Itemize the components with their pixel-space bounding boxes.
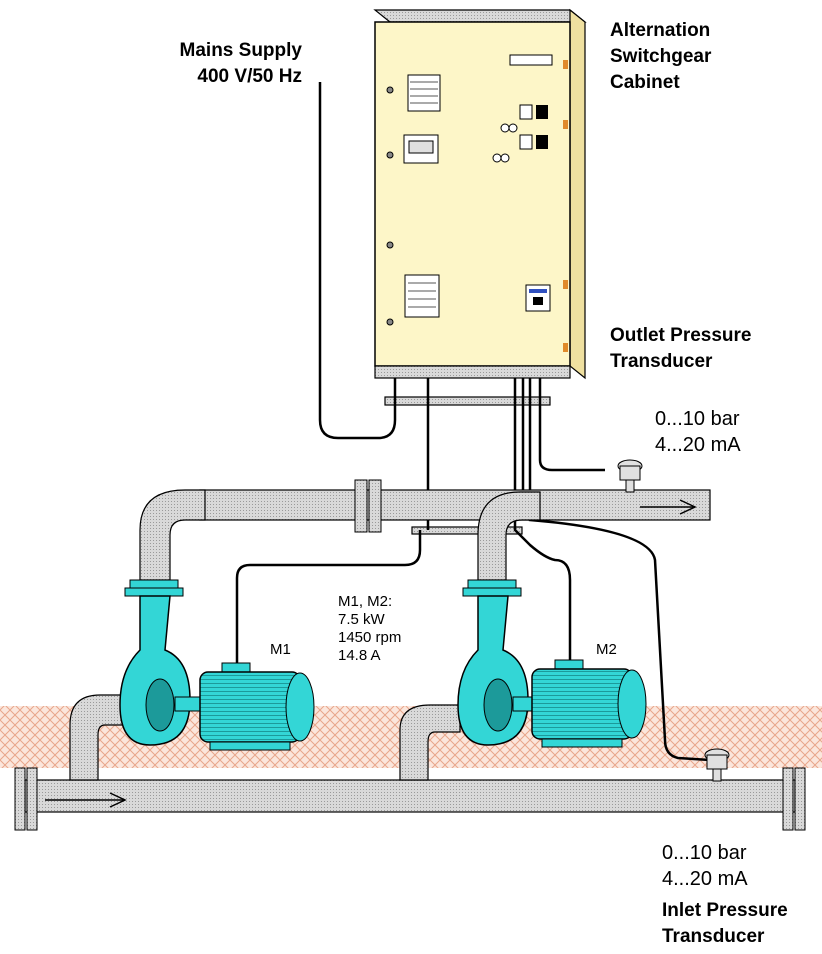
motor-1	[200, 663, 314, 750]
inlet-transducer	[705, 749, 729, 781]
switchgear-cabinet	[375, 10, 585, 378]
motor-1-label: M1	[270, 641, 291, 659]
motor-2	[532, 660, 646, 747]
motor-specs-label: M1, M2: 7.5 kW 1450 rpm 14.8 A	[338, 593, 401, 665]
cable-gland-bar	[385, 397, 550, 405]
outlet-range-label: 0...10 bar 4...20 mA	[655, 406, 741, 458]
outlet-transducer-label: Outlet Pressure Transducer	[610, 323, 752, 375]
motor-2-label: M2	[596, 641, 617, 659]
cabinet-label: Alternation Switchgear Cabinet	[610, 18, 711, 96]
outlet-transducer	[618, 460, 642, 492]
inlet-range-label: 0...10 bar 4...20 mA	[662, 840, 748, 892]
inlet-transducer-label: Inlet Pressure Transducer	[662, 898, 788, 950]
mains-supply-label: Mains Supply 400 V/50 Hz	[150, 38, 302, 90]
